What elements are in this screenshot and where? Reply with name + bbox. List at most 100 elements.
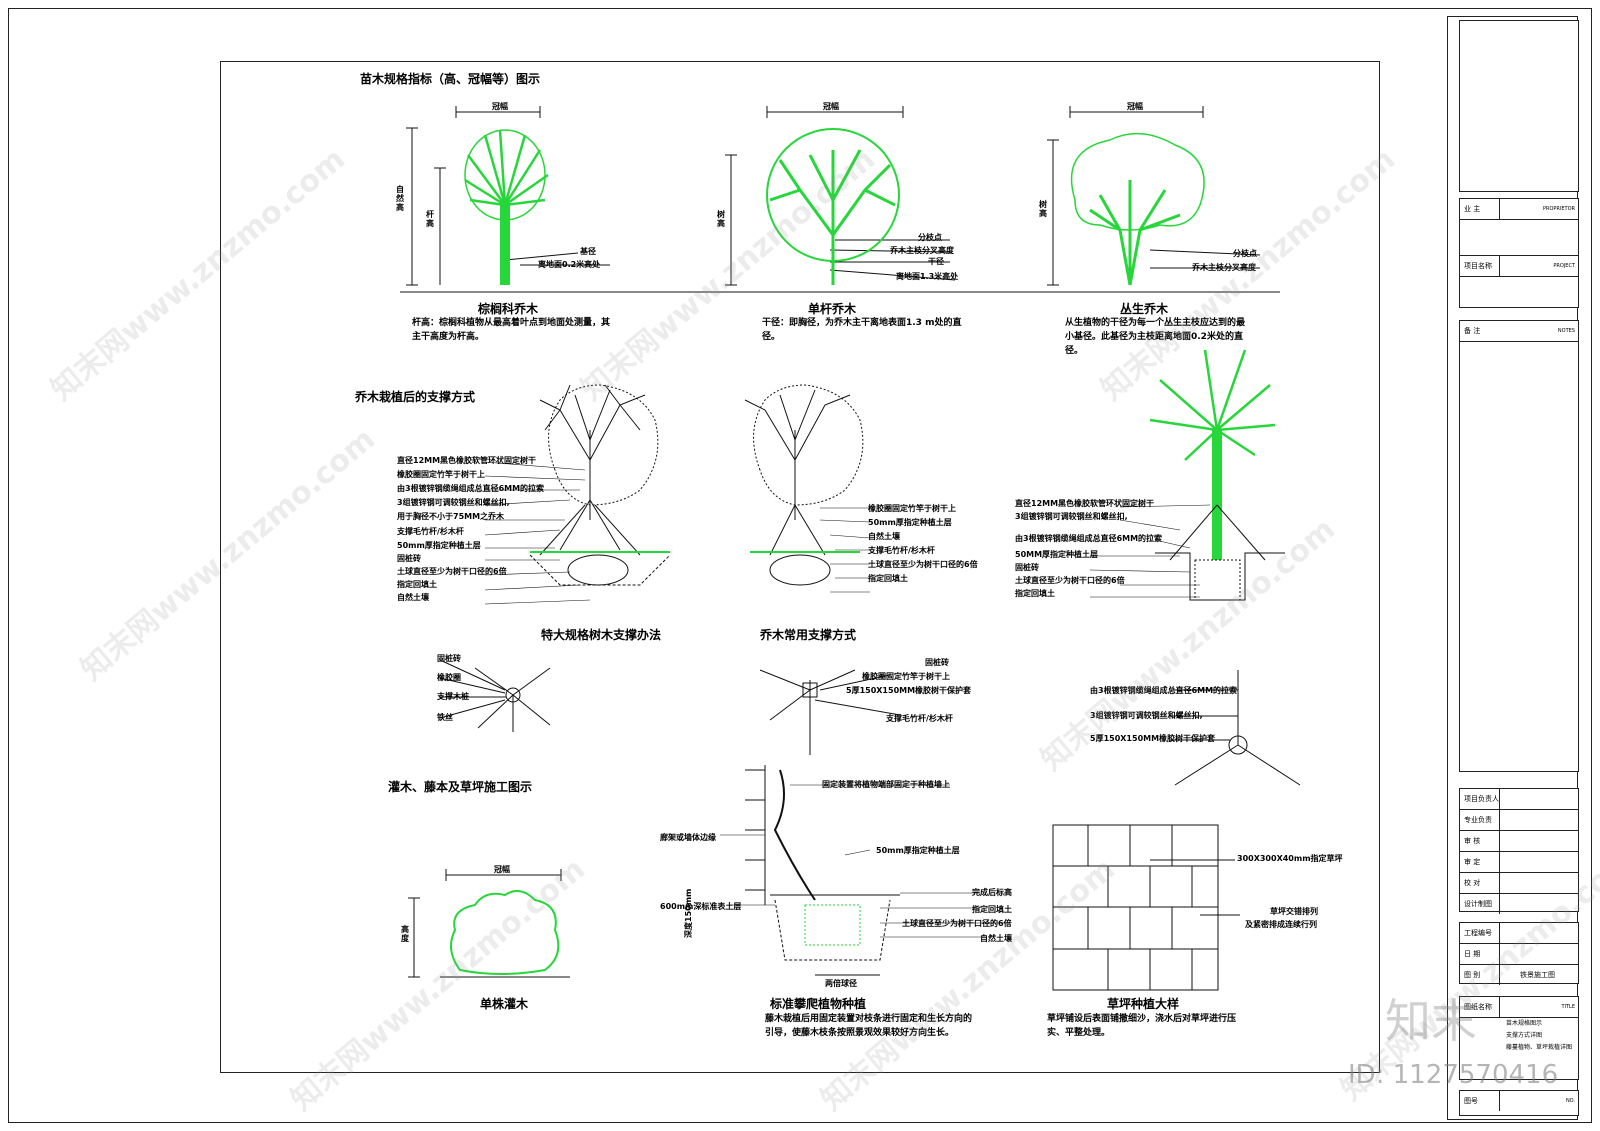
- cluster-tree-icon: [1070, 132, 1205, 286]
- brand-watermark: 知末: [1385, 994, 1477, 1048]
- notes-en: NOTES: [1557, 328, 1575, 334]
- large-tree-support-diagram: [529, 384, 671, 586]
- vine-label: 廊架或墙体边缘: [660, 833, 716, 842]
- vine-label: 固定装置将植物端部固定于种植墙上: [822, 780, 950, 789]
- drawing-sheet-border: [8, 8, 1592, 1123]
- plan2-label: 橡胶圈固定竹竿于树干上: [862, 672, 950, 681]
- owner-en: PROPRIETOR: [1542, 206, 1575, 212]
- owner-label: 业 主: [1460, 199, 1500, 219]
- staff-label: 审 定: [1460, 852, 1500, 872]
- meta-label: 图 别: [1460, 965, 1500, 985]
- project-label: 项目名称: [1460, 256, 1500, 276]
- plan2-label: 5厚150X150MM橡胶树干保护套: [846, 686, 972, 695]
- drawing-no-label: 图号: [1460, 1091, 1500, 1111]
- title-block-staff: 项目负责人 专业负责 审 核 审 定 校 对 设计制图: [1459, 788, 1579, 914]
- cluster-height-label: 树高: [1039, 200, 1047, 218]
- vine-note: 藤木栽植后用固定装置对枝条进行固定和生长方向的引导，使藤木枝条按照景观效果较好方…: [765, 1014, 973, 1038]
- cluster-branch-label: 分枝点: [1233, 249, 1257, 258]
- drawing-name-label: 图纸名称: [1460, 997, 1500, 1017]
- single-height-label: 树高: [717, 210, 725, 228]
- plan1-label: 固桩砖: [437, 654, 461, 663]
- large-label: 自然土壤: [397, 593, 429, 602]
- vine-label: 指定回填土: [972, 905, 1012, 914]
- vine-caption: 标准攀爬植物种植: [770, 997, 867, 1011]
- plan-view-bamboo-icon: [759, 669, 901, 755]
- large-label: 50mm厚指定种植土层: [397, 541, 481, 550]
- large-label: 用于胸径不小于75MM之乔木: [397, 512, 505, 521]
- plan2-label: 支撑毛竹杆/杉木杆: [886, 714, 953, 723]
- shrub-crown-label: 冠幅: [494, 865, 510, 874]
- common-tree-caption: 乔木常用支撑方式: [760, 628, 857, 642]
- lawn-label: 300X300X40mm指定草坪: [1237, 854, 1343, 863]
- plan-view-stake-icon: [439, 659, 551, 732]
- title-block-logo-area: [1459, 20, 1579, 192]
- large-label: 固桩砖: [397, 554, 421, 563]
- vine-label: 50mm厚指定种植土层: [876, 846, 960, 855]
- large-tree-caption: 特大规格树木支撑办法: [541, 628, 662, 642]
- single-branch-height-label: 乔木主枝分叉高度: [890, 246, 954, 255]
- large-label: 支撑毛竹杆/杉木杆: [397, 527, 464, 536]
- drawing-item: 藤蔓植物、草坪栽植详图: [1506, 1044, 1573, 1051]
- title-block-drawing: 图纸名称 TITLE 苗木规格图示 支撑方式详图 藤蔓植物、草坪栽植详图: [1459, 996, 1579, 1080]
- plan3-label: 由3根镀锌钢缆绳组成总直径6MM的拉索: [1090, 686, 1238, 695]
- palm-support-label: 固桩砖: [1015, 563, 1039, 572]
- shrub-icon: [450, 890, 560, 975]
- plan3-label: 5厚150X150MM橡胶树干保护套: [1090, 734, 1216, 743]
- common-tree-support-diagram: [744, 384, 864, 586]
- plan2-label: 固桩砖: [925, 658, 949, 667]
- lawn-caption: 草坪种植大样: [1107, 997, 1180, 1011]
- meta-label: 日 期: [1460, 944, 1500, 964]
- single-branch-label: 分枝点: [918, 233, 942, 242]
- palm-support-label: 指定回填土: [1015, 589, 1055, 598]
- staff-label: 校 对: [1460, 873, 1500, 893]
- title-block-meta: 工程编号 日 期 图 别铁景施工图: [1459, 922, 1579, 985]
- common-label: 指定回填土: [868, 574, 908, 583]
- palm-support-label: 50MM厚指定种植土层: [1015, 550, 1099, 559]
- single-note: 干径：即胸径，为乔木主干离地表面1.3 m处的直径。: [762, 318, 962, 342]
- palm-height-label: 自然高: [396, 185, 404, 212]
- single-trunk-tree-icon: [766, 128, 900, 285]
- single-trunk-note: 离地面1.3米高处: [896, 272, 959, 281]
- plan1-label: 支撑木桩: [437, 692, 469, 701]
- lawn-label: 及紧密排成连续行列: [1245, 920, 1317, 929]
- common-label: 土球直径至少为树干口径的6倍: [868, 560, 978, 569]
- lawn-label: 草坪交错排列: [1270, 907, 1318, 916]
- palm-note: 杆高：棕榈科植物从最高着叶点到地面处测量，其主干高度为杆高。: [412, 318, 611, 342]
- vine-label: 两倍球径: [825, 979, 857, 988]
- drawing-item: 苗木规格图示: [1506, 1020, 1543, 1027]
- single-trunk-label: 干径: [928, 257, 944, 266]
- vine-depth-label: 深度150mm: [684, 888, 693, 938]
- section-title-support: 乔木栽植后的支撑方式: [355, 390, 476, 404]
- vine-label: 完成后标高: [972, 888, 1012, 897]
- shrub-height-label: 高度: [401, 925, 409, 943]
- vine-label: 自然土壤: [980, 934, 1012, 943]
- large-label: 由3根镀锌钢缆绳组成总直径6MM的拉索: [397, 484, 545, 493]
- palm-crown-label: 冠幅: [492, 102, 508, 111]
- large-label: 指定回填土: [397, 580, 437, 589]
- large-tree-labels: 直径12MM黑色橡胶软管环状固定树干 橡胶圈固定竹竿于树干上 由3根镀锌钢缆绳组…: [397, 455, 544, 605]
- shrub-caption: 单株灌木: [480, 997, 529, 1011]
- plan1-label: 橡胶圈: [437, 673, 461, 682]
- large-label: 橡胶圈固定竹竿于树干上: [397, 470, 485, 479]
- palm-support-labels: 直径12MM黑色橡胶软管环状固定树干 3组镀锌钢可调较钢丝和螺丝扣, 由3根镀锌…: [1015, 498, 1162, 601]
- large-label: 直径12MM黑色橡胶软管环状固定树干: [397, 456, 537, 465]
- lawn-note: 草坪铺设后表面铺撒细沙，浇水后对草坪进行压实、平整处理。: [1047, 1014, 1237, 1038]
- palm-caption: 棕榈科乔木: [478, 302, 539, 316]
- common-label: 支撑毛竹杆/杉木杆: [868, 546, 935, 555]
- drawing-name-en: TITLE: [1561, 1004, 1575, 1010]
- staff-label: 审 核: [1460, 831, 1500, 851]
- drawing-no-en: NO.: [1565, 1098, 1575, 1104]
- palm-support-label: 土球直径至少为树干口径的6倍: [1015, 576, 1125, 585]
- drawing-item: 支撑方式详图: [1506, 1032, 1543, 1039]
- cluster-crown-label: 冠幅: [1127, 102, 1143, 111]
- palm-support-label: 3组镀锌钢可调较钢丝和螺丝扣,: [1015, 512, 1128, 521]
- section-title-shrub: 灌木、藤本及草坪施工图示: [388, 780, 533, 794]
- palm-tree-icon: [464, 129, 549, 285]
- drawing-frame: [220, 61, 1380, 1073]
- common-tree-labels: 橡胶圈固定竹竿于树干上 50mm厚指定种植土层 自然土壤 支撑毛竹杆/杉木杆 土…: [868, 503, 978, 587]
- large-label: 土球直径至少为树干口径的6倍: [397, 567, 507, 576]
- palm-support-diagram: [1149, 349, 1285, 601]
- common-label: 50mm厚指定种植土层: [868, 518, 952, 527]
- project-en: PROJECT: [1553, 263, 1575, 269]
- vine-label: 600mm深标准表土层: [660, 902, 742, 911]
